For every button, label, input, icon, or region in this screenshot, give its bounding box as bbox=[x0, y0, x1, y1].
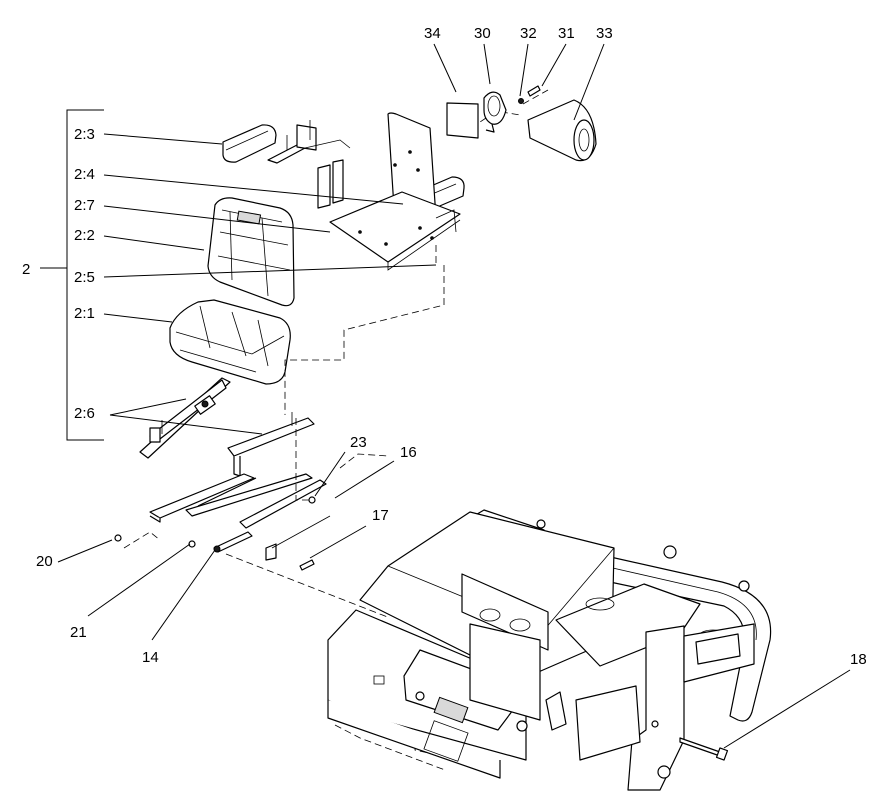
bolt-18 bbox=[679, 737, 729, 761]
seat-mount-frame bbox=[114, 473, 331, 571]
main-chassis-frame bbox=[327, 509, 772, 791]
callout-2: 2 bbox=[22, 261, 30, 278]
callout-2-6: 2:6 bbox=[74, 405, 95, 422]
callout-31: 31 bbox=[558, 25, 575, 42]
cup-holder-assembly bbox=[446, 85, 597, 162]
callout-33: 33 bbox=[596, 25, 613, 42]
callout-14: 14 bbox=[142, 649, 159, 666]
callout-2-3: 2:3 bbox=[74, 126, 95, 143]
callout-2-2: 2:2 bbox=[74, 227, 95, 244]
seat-slider-rails bbox=[139, 377, 315, 477]
seat-cushion bbox=[169, 299, 291, 385]
callout-16: 16 bbox=[400, 444, 417, 461]
callout-labels: 2 2:3 2:4 2:7 2:2 2:5 2:1 2:6 23 16 17 2… bbox=[22, 25, 867, 668]
callout-23: 23 bbox=[350, 434, 367, 451]
callout-2-1: 2:1 bbox=[74, 305, 95, 322]
callout-2-5: 2:5 bbox=[74, 269, 95, 286]
seat-back-cushion bbox=[207, 197, 295, 307]
callout-2-4: 2:4 bbox=[74, 166, 95, 183]
callout-34: 34 bbox=[424, 25, 441, 42]
callout-32: 32 bbox=[520, 25, 537, 42]
seat-back-brackets bbox=[267, 120, 351, 209]
callout-30: 30 bbox=[474, 25, 491, 42]
callout-20: 20 bbox=[36, 553, 53, 570]
callout-21: 21 bbox=[70, 624, 87, 641]
callout-17: 17 bbox=[372, 507, 389, 524]
callout-2-7: 2:7 bbox=[74, 197, 95, 214]
assembly-2-bracket bbox=[40, 109, 104, 441]
callout-18: 18 bbox=[850, 651, 867, 668]
left-armrest-pad bbox=[222, 124, 277, 163]
leader-lines bbox=[57, 43, 851, 749]
